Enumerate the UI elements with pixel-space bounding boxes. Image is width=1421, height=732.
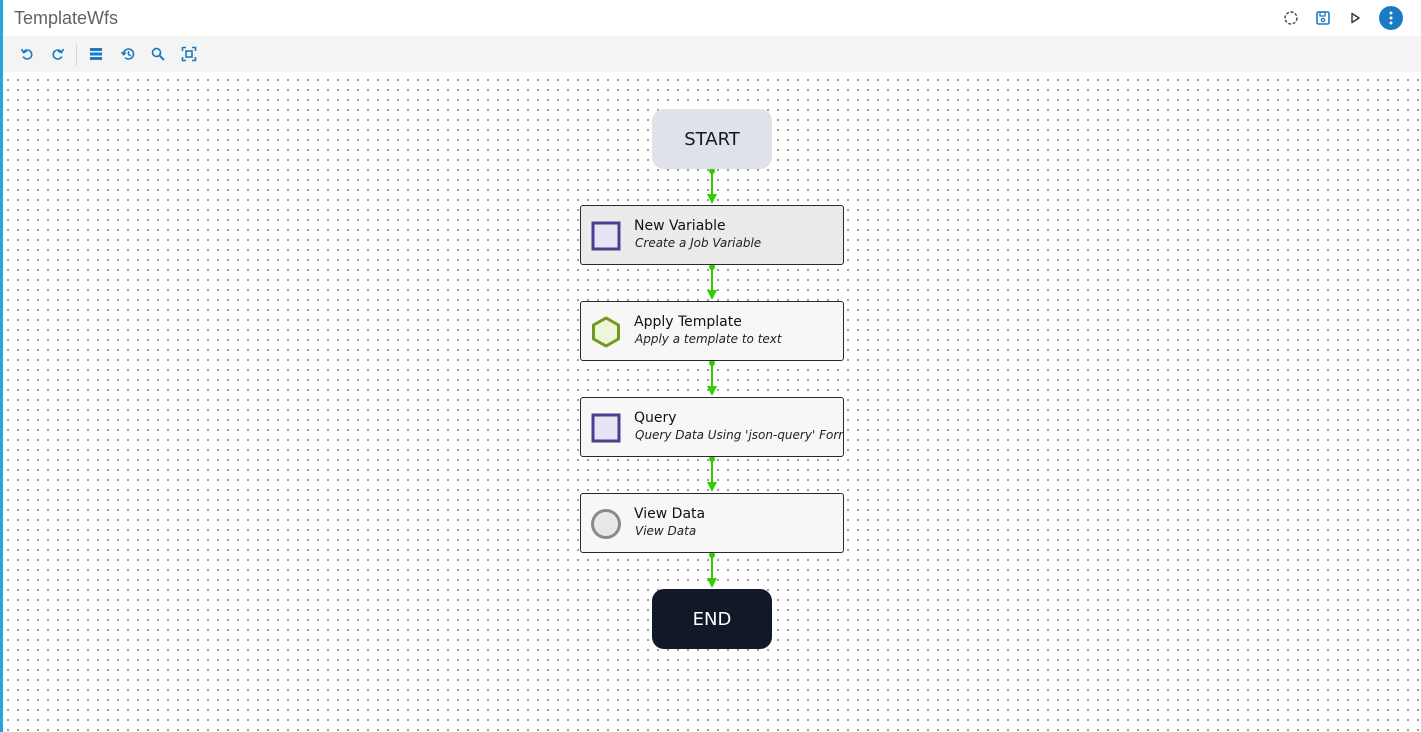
workflow-node-query[interactable]: Query Query Data Using 'json-query' Form… xyxy=(580,397,844,457)
workflow-canvas[interactable]: START New Variable Create a Job Variable… xyxy=(0,72,1421,732)
search-icon[interactable] xyxy=(148,44,168,64)
undo-icon[interactable] xyxy=(17,44,37,64)
workflow-node-view-data[interactable]: View Data View Data xyxy=(580,493,844,553)
edge-apply-template-to-query[interactable] xyxy=(707,360,717,396)
edge-start-to-new-variable[interactable] xyxy=(707,168,717,204)
workflow-node-apply-template[interactable]: Apply Template Apply a template to text xyxy=(580,301,844,361)
panel-left-border xyxy=(0,0,3,732)
edge-query-to-view-data[interactable] xyxy=(707,456,717,492)
run-play-icon[interactable] xyxy=(1345,6,1365,30)
node-description: Create a Job Variable xyxy=(635,236,762,250)
title-actions xyxy=(1281,6,1403,30)
node-label: View Data xyxy=(634,506,706,522)
node-label: Apply Template xyxy=(634,314,742,330)
loading-spinner-icon[interactable] xyxy=(1281,6,1301,30)
start-node[interactable]: START xyxy=(652,109,772,169)
redo-icon[interactable] xyxy=(48,44,68,64)
square-query-icon xyxy=(591,413,621,443)
node-description: Query Data Using 'json-query' Format xyxy=(635,428,844,442)
save-icon[interactable] xyxy=(1313,6,1333,30)
workflow-node-new-variable[interactable]: New Variable Create a Job Variable xyxy=(580,205,844,265)
layers-stack-icon[interactable] xyxy=(86,44,106,64)
title-bar: TemplateWfs xyxy=(0,0,1421,36)
square-variable-icon xyxy=(591,221,621,251)
node-label: Query xyxy=(634,410,677,426)
node-description: Apply a template to text xyxy=(635,332,782,346)
editor-toolbar xyxy=(0,36,1421,72)
edge-view-data-to-end[interactable] xyxy=(707,552,717,588)
edge-new-variable-to-apply-template[interactable] xyxy=(707,264,717,300)
toolbar-divider xyxy=(76,44,77,66)
node-description: View Data xyxy=(635,524,697,538)
end-node[interactable]: END xyxy=(652,589,772,649)
fit-to-screen-icon[interactable] xyxy=(179,44,199,64)
more-vert-icon[interactable] xyxy=(1379,6,1403,30)
workflow-title: TemplateWfs xyxy=(14,8,119,28)
node-label: New Variable xyxy=(634,218,726,234)
history-icon[interactable] xyxy=(118,44,138,64)
circle-view-icon xyxy=(591,509,621,539)
hexagon-template-icon xyxy=(592,316,620,348)
